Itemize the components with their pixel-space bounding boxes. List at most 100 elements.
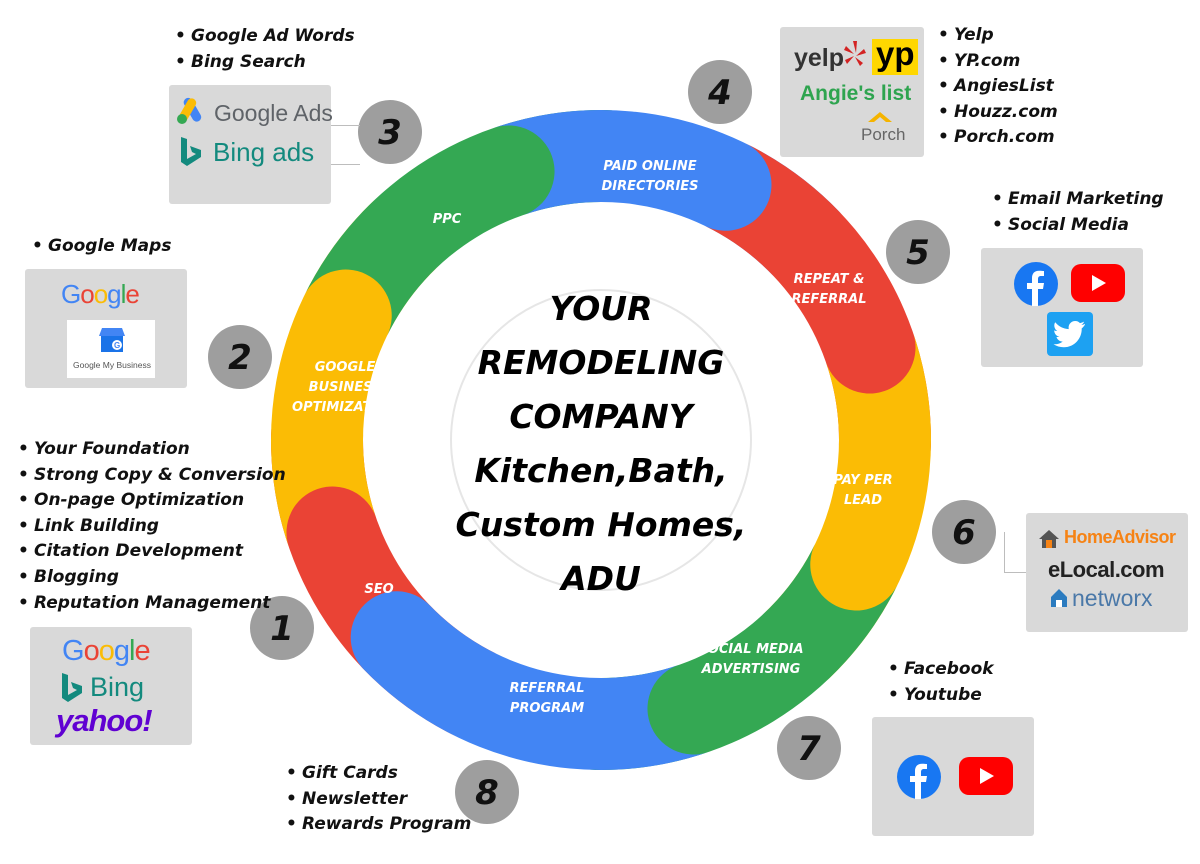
home-icon	[1038, 528, 1060, 554]
step-badge-circle	[932, 500, 996, 564]
step-badge-circle	[358, 100, 422, 164]
referral-program-list: Gift Cards Newsletter Rewards Program	[286, 761, 471, 838]
step-number-badges: 1 2 3 4 5 6 7 8	[208, 60, 996, 824]
step-number: 8	[475, 773, 499, 813]
step-number: 2	[228, 338, 252, 378]
bing-ads-text: Bing ads	[213, 137, 315, 167]
list-item: Newsletter	[286, 787, 471, 813]
list-item: Yelp	[938, 23, 1058, 49]
google-logo: Google	[62, 635, 151, 667]
gbo-tactics-list: Google Maps	[32, 234, 171, 260]
bing-logo-text: Bing	[90, 672, 145, 702]
step-badge-5: 5	[886, 220, 950, 284]
list-item: Google Ad Words	[175, 24, 355, 50]
angies-list-logo: Angie's list	[800, 82, 912, 105]
segment-label-5: REPEAT &REFERRAL	[791, 272, 866, 307]
list-item: Facebook	[888, 657, 994, 683]
directories-logo-panel: yelp yp Angie's list Porch	[780, 27, 924, 157]
facebook-icon	[897, 755, 941, 803]
email-social-logo-panel	[981, 248, 1143, 367]
homeadvisor-logo: HomeAdvisor	[1064, 527, 1176, 547]
step-number: 1	[270, 609, 294, 649]
step-number: 4	[707, 73, 732, 113]
google-my-business-badge: G Google My Business	[67, 320, 155, 378]
step-badge-6: 6	[932, 500, 996, 564]
center-circle	[450, 289, 752, 591]
list-item: Email Marketing	[992, 187, 1164, 213]
step-badge-circle	[777, 716, 841, 780]
bing-icon	[179, 135, 203, 173]
networx-house-icon	[1050, 588, 1068, 612]
yp-badge: yp	[872, 35, 918, 75]
porch-logo-text: Porch	[861, 125, 906, 144]
list-item: Strong Copy & Conversion	[18, 463, 286, 489]
list-item: On-page Optimization	[18, 488, 286, 514]
step-badge-7: 7	[777, 716, 841, 780]
yp-logo-text: yp	[876, 35, 915, 72]
youtube-icon	[958, 757, 1014, 799]
step-badge-circle	[208, 325, 272, 389]
directories-list: Yelp YP.com AngiesList Houzz.com Porch.c…	[938, 23, 1058, 151]
wheel-segment-8	[350, 591, 709, 770]
step-number: 7	[797, 729, 821, 769]
ppc-tactics-list: Google Ad Words Bing Search	[175, 24, 355, 75]
list-item: Google Maps	[32, 234, 171, 260]
facebook-icon	[1014, 262, 1058, 310]
segment-label-3: PPC	[433, 212, 462, 227]
ppc-logo-panel: Google Ads Bing ads	[169, 85, 333, 204]
gmb-label: Google My Business	[73, 360, 151, 370]
step-badge-2: 2	[208, 325, 272, 389]
list-item: Rewards Program	[286, 812, 471, 838]
twitter-icon	[1047, 312, 1093, 360]
list-item: Reputation Management	[18, 591, 286, 617]
list-item: Citation Development	[18, 539, 286, 565]
search-engines-logo-panel: Google Bing yahoo!	[30, 627, 192, 745]
google-ads-icon	[175, 97, 207, 129]
storefront-icon: G	[97, 326, 127, 358]
list-item: Blogging	[18, 565, 286, 591]
repeat-referral-list: Email Marketing Social Media	[992, 187, 1164, 238]
connector-line	[1004, 572, 1026, 573]
list-item: Social Media	[992, 213, 1164, 239]
list-item: Bing Search	[175, 50, 355, 76]
svg-text:G: G	[114, 341, 120, 350]
seo-tactics-list: Your Foundation Strong Copy & Conversion…	[18, 437, 286, 616]
step-number: 3	[378, 113, 402, 153]
google-logo: Google	[61, 279, 140, 309]
connector-line	[1004, 532, 1005, 572]
wheel-segments	[271, 109, 932, 770]
yelp-burst-icon	[844, 41, 866, 73]
step-number: 6	[952, 513, 976, 553]
list-item: Link Building	[18, 514, 286, 540]
step-badge-4: 4	[688, 60, 752, 124]
google-ads-text: Google Ads	[214, 100, 333, 126]
social-ads-logo-panel	[872, 717, 1034, 836]
step-badge-3: 3	[358, 100, 422, 164]
networx-logo: networx	[1072, 585, 1153, 611]
yelp-logo-text: yelp	[794, 44, 845, 72]
list-item: YP.com	[938, 49, 1058, 75]
google-business-logo-panel: Google G Google My Business	[25, 269, 187, 388]
step-badge-circle	[886, 220, 950, 284]
list-item: Houzz.com	[938, 100, 1058, 126]
elocal-logo: eLocal.com	[1048, 557, 1165, 582]
segment-label-1: SEO	[364, 582, 393, 597]
step-badge-circle	[688, 60, 752, 124]
list-item: Gift Cards	[286, 761, 471, 787]
list-item: Youtube	[888, 683, 994, 709]
list-item: Your Foundation	[18, 437, 286, 463]
porch-icon	[868, 109, 892, 128]
list-item: Porch.com	[938, 125, 1058, 151]
connector-line	[330, 125, 360, 126]
yahoo-logo: yahoo!	[56, 703, 153, 738]
youtube-icon	[1071, 264, 1125, 306]
